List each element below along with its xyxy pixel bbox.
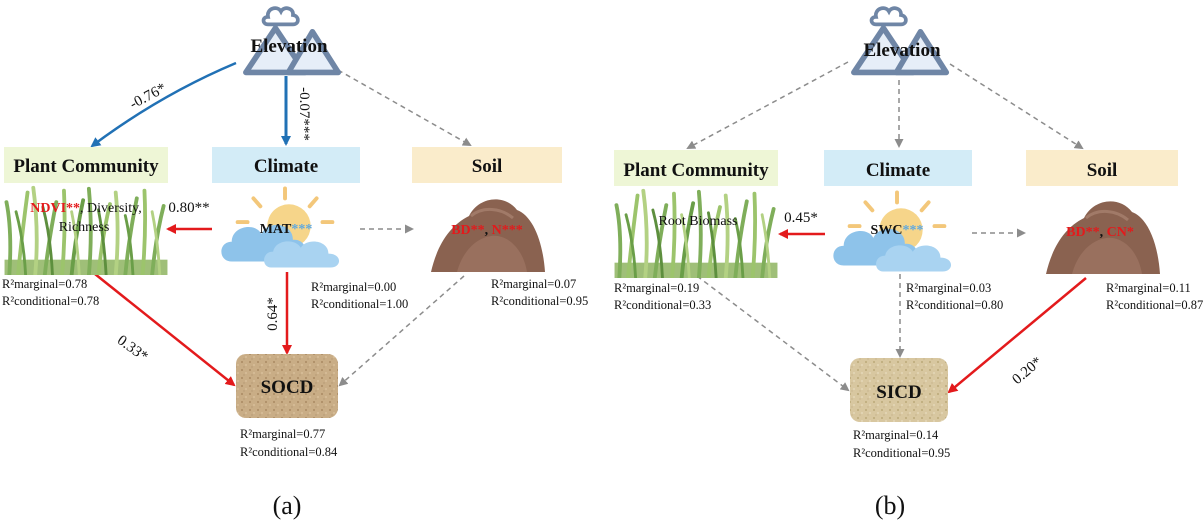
arrow-plant-to-socd bbox=[89, 269, 236, 387]
plant-r2-conditional-a: R²conditional=0.78 bbox=[2, 294, 99, 308]
arrow-plant-to-sicd bbox=[696, 275, 850, 392]
soil-variables-b: BD**, CN* bbox=[1066, 225, 1134, 240]
elevation-label-b: Elevation bbox=[863, 40, 940, 61]
arrow-elevation-to-soil-a bbox=[337, 69, 472, 146]
climate-r2-marginal-b: R²marginal=0.03 bbox=[906, 281, 991, 295]
coef-soil-sicd: 0.20* bbox=[1009, 354, 1045, 388]
grass-icon bbox=[614, 188, 778, 278]
climate-r2-conditional-b: R²conditional=0.80 bbox=[906, 298, 1003, 312]
plant-header-bg-b bbox=[614, 150, 778, 186]
climate-label-a: Climate bbox=[254, 156, 318, 177]
plant-variables-a-line2: Richness bbox=[59, 220, 110, 235]
coef-climate-plant-b: 0.45* bbox=[784, 210, 818, 226]
caption-a: (a) bbox=[273, 491, 302, 520]
arrow-elevation-to-soil-b bbox=[949, 63, 1084, 150]
coef-climate-plant-a: 0.80** bbox=[168, 200, 209, 216]
elevation-label-a: Elevation bbox=[250, 36, 327, 57]
climate-label-b: Climate bbox=[866, 160, 930, 181]
soil-r2-conditional-a: R²conditional=0.95 bbox=[491, 294, 588, 308]
soil-variables-a: BD**, N*** bbox=[451, 223, 523, 238]
climate-variable-b: SWC*** bbox=[871, 223, 924, 238]
socd-r2-marginal: R²marginal=0.77 bbox=[240, 427, 325, 441]
soil-label-a: Soil bbox=[472, 156, 503, 177]
plant-variable-b: Root Biomass bbox=[659, 214, 738, 229]
climate-r2-marginal-a: R²marginal=0.00 bbox=[311, 280, 396, 294]
soil-label-b: Soil bbox=[1087, 160, 1118, 181]
panel-b: Elevation Plant Community Root Biomass C… bbox=[614, 8, 1203, 520]
arrow-soil-to-socd bbox=[338, 275, 465, 387]
plant-r2-conditional-b: R²conditional=0.33 bbox=[614, 298, 711, 312]
coef-climate-socd: 0.64* bbox=[265, 297, 281, 331]
plant-community-label-a: Plant Community bbox=[13, 156, 159, 177]
arrow-elevation-to-plant-a bbox=[90, 61, 237, 148]
plant-r2-marginal-b: R²marginal=0.19 bbox=[614, 281, 699, 295]
soil-header-bg-b bbox=[1026, 150, 1178, 186]
soil-header-bg-a bbox=[412, 147, 562, 183]
socd-label: SOCD bbox=[261, 377, 314, 398]
climate-r2-conditional-a: R²conditional=1.00 bbox=[311, 297, 408, 311]
sicd-box bbox=[850, 358, 948, 422]
sicd-label: SICD bbox=[876, 382, 921, 403]
climate-variable-a: MAT*** bbox=[260, 222, 313, 237]
arrow-soil-to-sicd bbox=[947, 277, 1087, 394]
plant-header-bg-a bbox=[4, 147, 168, 183]
plant-variables-a: NDVI**, Diversity, bbox=[30, 201, 141, 216]
climate-header-bg-a bbox=[212, 147, 360, 183]
socd-r2-conditional: R²conditional=0.84 bbox=[240, 445, 338, 459]
coef-plant-socd: 0.33* bbox=[114, 332, 151, 365]
socd-box bbox=[236, 354, 338, 418]
plant-community-label-b: Plant Community bbox=[623, 160, 769, 181]
sicd-r2-marginal: R²marginal=0.14 bbox=[853, 428, 939, 442]
caption-b: (b) bbox=[875, 491, 905, 520]
sicd-r2-conditional: R²conditional=0.95 bbox=[853, 446, 950, 460]
arrow-elevation-to-plant-b bbox=[686, 61, 849, 149]
soil-r2-marginal-a: R²marginal=0.07 bbox=[491, 277, 576, 291]
climate-header-bg-b bbox=[824, 150, 972, 186]
soil-r2-conditional-b: R²conditional=0.87 bbox=[1106, 298, 1203, 312]
soil-r2-marginal-b: R²marginal=0.11 bbox=[1106, 281, 1191, 295]
plant-r2-marginal-a: R²marginal=0.78 bbox=[2, 277, 87, 291]
coef-elev-climate-a: -0.07*** bbox=[296, 87, 312, 141]
panel-a: Elevation Plant Community NDVI**, Divers… bbox=[2, 8, 588, 520]
